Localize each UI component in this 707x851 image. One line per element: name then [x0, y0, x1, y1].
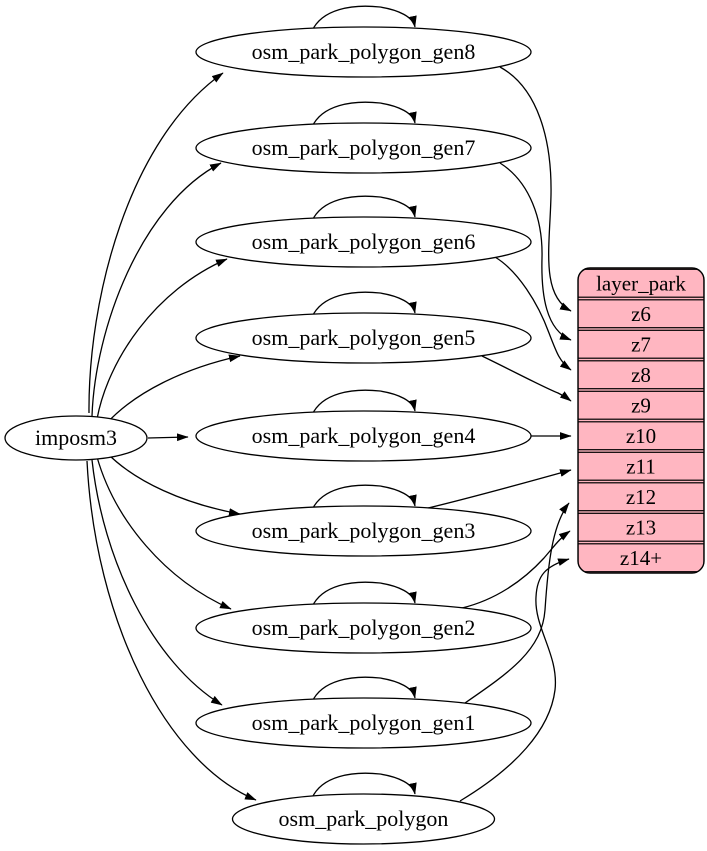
layer-park-row-z13-label: z13 [626, 515, 656, 539]
node-osm-park-polygon-gen5-label: osm_park_polygon_gen5 [252, 325, 476, 350]
edge-imposm3-to-osm-park-polygon-gen7 [91, 162, 222, 417]
edges-layer [86, 5, 572, 802]
edge-osm-park-polygon-gen2-to-layer-park-z13 [461, 530, 571, 609]
self-loop-osm-park-polygon-gen6 [311, 195, 417, 222]
layer-park-row-z9-label: z9 [631, 393, 651, 417]
self-loop-osm-park-polygon-gen2 [311, 581, 417, 608]
layer-park-row-z12 [578, 482, 704, 512]
layer-park-row-z9 [578, 390, 704, 420]
layer-park-row-z14plus [578, 543, 704, 573]
layer-park-row-z8-label: z8 [631, 363, 651, 387]
layer-park-row-z13 [578, 512, 704, 542]
edge-osm-park-polygon-gen8-to-layer-park-z6 [499, 66, 572, 312]
self-loop-osm-park-polygon-gen8 [311, 5, 417, 32]
layer-park-outline [577, 267, 705, 574]
node-osm-park-polygon-gen8 [195, 26, 532, 78]
self-loop-osm-park-polygon-gen1 [311, 676, 417, 703]
node-osm-park-polygon-label: osm_park_polygon [279, 806, 449, 831]
self-loop-osm-park-polygon [311, 772, 417, 799]
layer-park-row-z12-label: z12 [626, 485, 656, 509]
node-imposm3 [4, 415, 148, 461]
layer-park-title: layer_park [596, 271, 686, 295]
node-osm-park-polygon-gen6-label: osm_park_polygon_gen6 [252, 229, 476, 254]
layer-park-row-z11 [578, 451, 704, 481]
node-osm-park-polygon [231, 793, 496, 845]
nodes-layer: imposm3 osm_park_polygon_gen8 osm_park_pol… [4, 26, 532, 845]
edge-osm-park-polygon-gen7-to-layer-park-z7 [499, 162, 572, 341]
edge-imposm3-to-osm-park-polygon-gen5 [105, 354, 241, 425]
self-loop-osm-park-polygon-gen5 [311, 291, 417, 318]
node-osm-park-polygon-gen2 [195, 602, 532, 654]
layer-park-row-z6-label: z6 [631, 302, 651, 326]
node-osm-park-polygon-gen3 [195, 505, 532, 557]
edge-imposm3-to-osm-park-polygon-gen6 [96, 258, 228, 420]
layer-park-header-cell [578, 268, 704, 298]
edge-imposm3-to-osm-park-polygon [86, 460, 257, 801]
node-osm-park-polygon-gen5 [195, 312, 532, 364]
edge-imposm3-to-osm-park-polygon-gen8 [88, 72, 224, 414]
node-osm-park-polygon-gen8-label: osm_park_polygon_gen8 [252, 39, 476, 64]
node-osm-park-polygon-gen4 [195, 410, 532, 462]
edge-osm-park-polygon-to-layer-park-z14plus [459, 558, 570, 802]
node-imposm3-label: imposm3 [35, 425, 117, 450]
node-osm-park-polygon-gen1 [195, 697, 532, 749]
layer-park-record: layer_park z6 z7 z8 z9 z10 z11 z12 z13 z14+ [577, 267, 705, 574]
node-osm-park-polygon-gen1-label: osm_park_polygon_gen1 [252, 710, 476, 735]
self-loop-osm-park-polygon-gen7 [311, 101, 417, 128]
layer-park-rows [578, 268, 704, 573]
edge-osm-park-polygon-gen1-to-layer-park-z12 [464, 502, 570, 704]
self-loop-osm-park-polygon-gen4 [311, 389, 417, 416]
node-osm-park-polygon-gen6 [195, 216, 532, 268]
layer-park-row-z8 [578, 360, 704, 390]
edge-imposm3-to-osm-park-polygon-gen3 [105, 451, 241, 516]
edge-imposm3-to-osm-park-polygon-gen4 [147, 433, 189, 442]
node-osm-park-polygon-gen2-label: osm_park_polygon_gen2 [252, 615, 476, 640]
edge-imposm3-to-osm-park-polygon-gen1 [91, 459, 223, 706]
layer-park-row-z10-label: z10 [626, 424, 656, 448]
node-osm-park-polygon-gen7-label: osm_park_polygon_gen7 [252, 135, 476, 160]
layer-park-row-z6 [578, 299, 704, 329]
node-osm-park-polygon-gen3-label: osm_park_polygon_gen3 [252, 518, 476, 543]
self-loop-osm-park-polygon-gen3 [311, 484, 417, 511]
node-osm-park-polygon-gen4-label: osm_park_polygon_gen4 [252, 423, 476, 448]
layer-park-body [578, 268, 704, 573]
edge-osm-park-polygon-gen5-to-layer-park-z9 [481, 355, 572, 402]
layer-park-row-z7 [578, 329, 704, 359]
layer-park-row-z10 [578, 421, 704, 451]
layer-park-row-z7-label: z7 [631, 332, 651, 356]
edge-osm-park-polygon-gen3-to-layer-park-z11 [423, 469, 572, 510]
layer-park-row-z14plus-label: z14+ [620, 546, 662, 570]
edge-imposm3-to-osm-park-polygon-gen2 [96, 456, 232, 610]
node-osm-park-polygon-gen7 [195, 122, 532, 174]
layer-park-row-z11-label: z11 [626, 454, 656, 478]
edge-osm-park-polygon-gen6-to-layer-park-z8 [494, 256, 572, 371]
